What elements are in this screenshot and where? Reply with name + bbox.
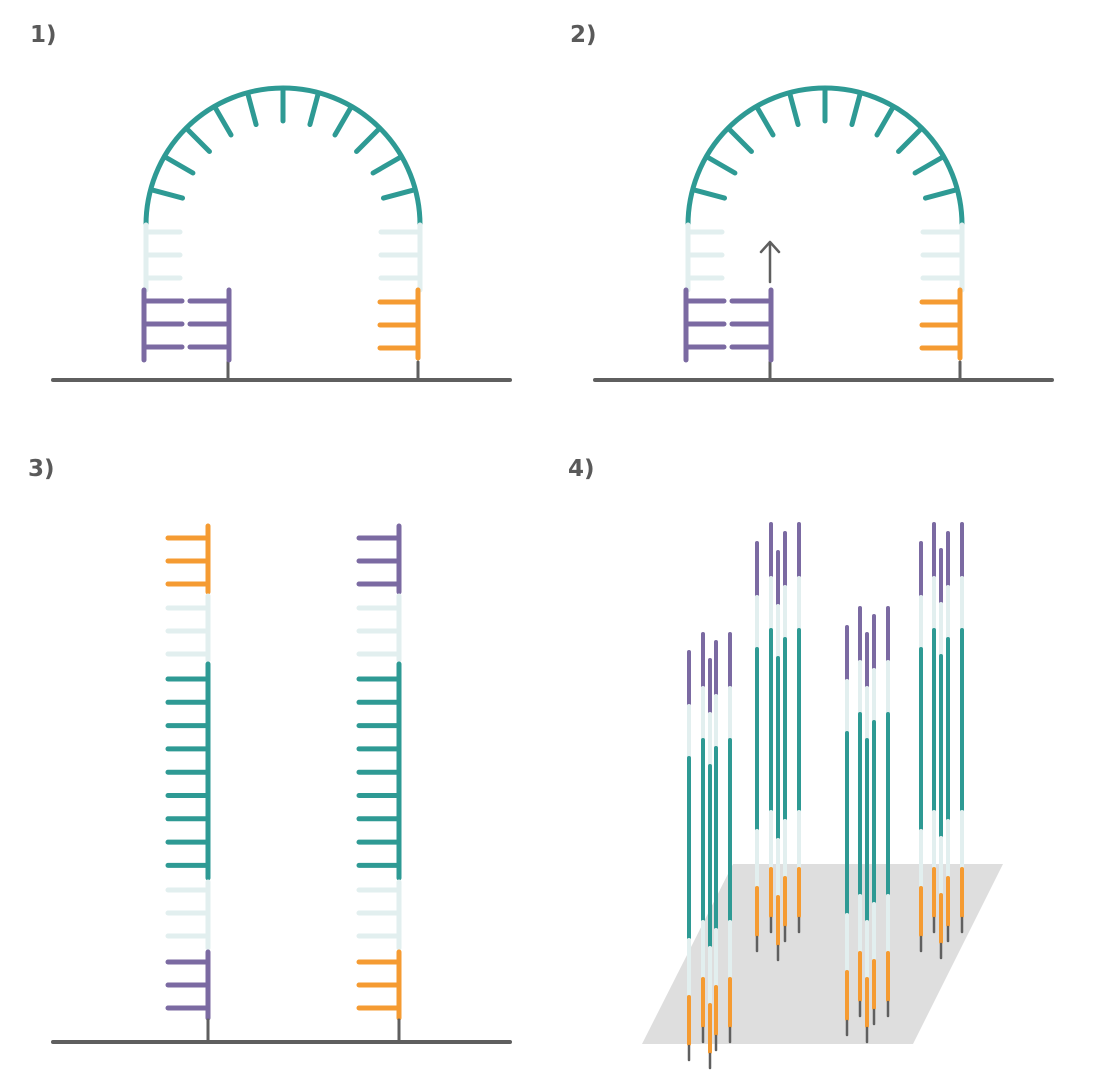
arc-base [922,187,958,201]
arc-base [370,155,403,176]
arc-base [912,155,945,176]
cluster-2 [755,522,801,962]
arc-base [727,127,754,154]
arc-base [354,127,381,154]
panel-label-3: 3) [28,456,55,482]
arc-base [705,155,738,176]
panel-label-2: 2) [570,22,597,48]
arc-base [874,105,895,138]
arc-base [213,105,234,138]
arc-base [755,105,776,138]
panel-label-1: 1) [30,22,57,48]
panel-label-4: 4) [568,456,595,482]
panel-2-bridge-extension [593,85,1054,382]
arc-base [849,92,863,128]
arc-base [163,155,196,176]
arc-base [692,187,728,201]
cluster-4 [919,522,964,960]
arc-base [150,187,186,201]
panel-3-linearized-strands [51,523,512,1044]
arc-base [245,92,259,128]
panel-4-clusters [642,522,1003,1070]
arc-base [896,127,923,154]
arc-base [787,92,801,128]
arc-base [185,127,212,154]
arc-base [307,92,321,128]
flow-cell-surface [642,864,1003,1044]
arc-base [380,187,416,201]
panel-1-bridge [51,85,512,382]
arc-base [332,105,353,138]
cluster-3 [845,606,890,1044]
up-arrow-icon [759,240,781,254]
cluster-1 [687,632,732,1070]
